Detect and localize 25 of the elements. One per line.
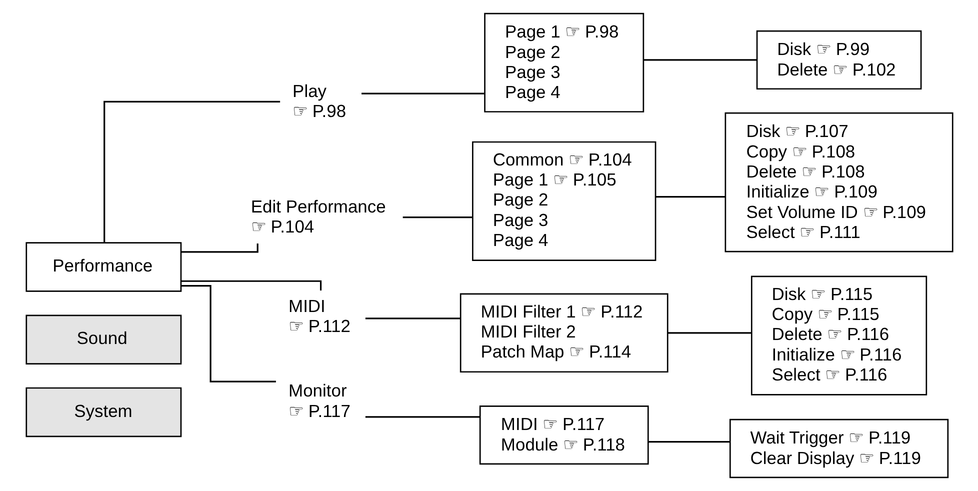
node-box: System: [25, 387, 182, 438]
connector: [361, 92, 484, 94]
node-box: Wait Trigger ☞ P.119 Clear Display ☞ P.119: [728, 418, 948, 478]
node-box: Common ☞ P.104 Page 1 ☞ P.105 Page 2 Page 3 Page 4: [472, 141, 656, 261]
connector: [643, 59, 756, 61]
node-box: MIDI Filter 1 ☞ P.112 MIDI Filter 2 Patch Map ☞ P.114: [459, 293, 668, 373]
connector: [402, 216, 472, 218]
node-box: Sound: [25, 314, 182, 364]
connector: [180, 285, 276, 382]
node-box: Disk ☞ P.115 Copy ☞ P.115 Delete ☞ P.116 Initialize ☞ P.116 Select ☞ P.116: [750, 276, 927, 396]
connector: [364, 318, 460, 320]
node-text: Edit Performance ☞ P.104: [250, 196, 386, 237]
node-box: Page 1 ☞ P.98 Page 2 Page 3 Page 4: [484, 12, 644, 112]
connector: [655, 196, 725, 198]
connector: [364, 416, 480, 418]
node-text: Monitor ☞ P.117: [288, 380, 350, 421]
node-box: MIDI ☞ P.117 Module ☞ P.118: [478, 405, 648, 465]
node-box: Disk ☞ P.107 Copy ☞ P.108 Delete ☞ P.108 Initialize ☞ P.109 Set Volume ID ☞ P.109 Select ☞ P.111: [724, 112, 953, 252]
connector: [648, 440, 730, 443]
connector: [103, 100, 280, 243]
node-box: Performance: [25, 242, 182, 292]
node-text: Play ☞ P.98: [292, 80, 346, 121]
node-box: Disk ☞ P.99 Delete ☞ P.102: [756, 30, 922, 90]
connector: [667, 332, 751, 334]
node-text: MIDI ☞ P.112: [288, 296, 350, 336]
